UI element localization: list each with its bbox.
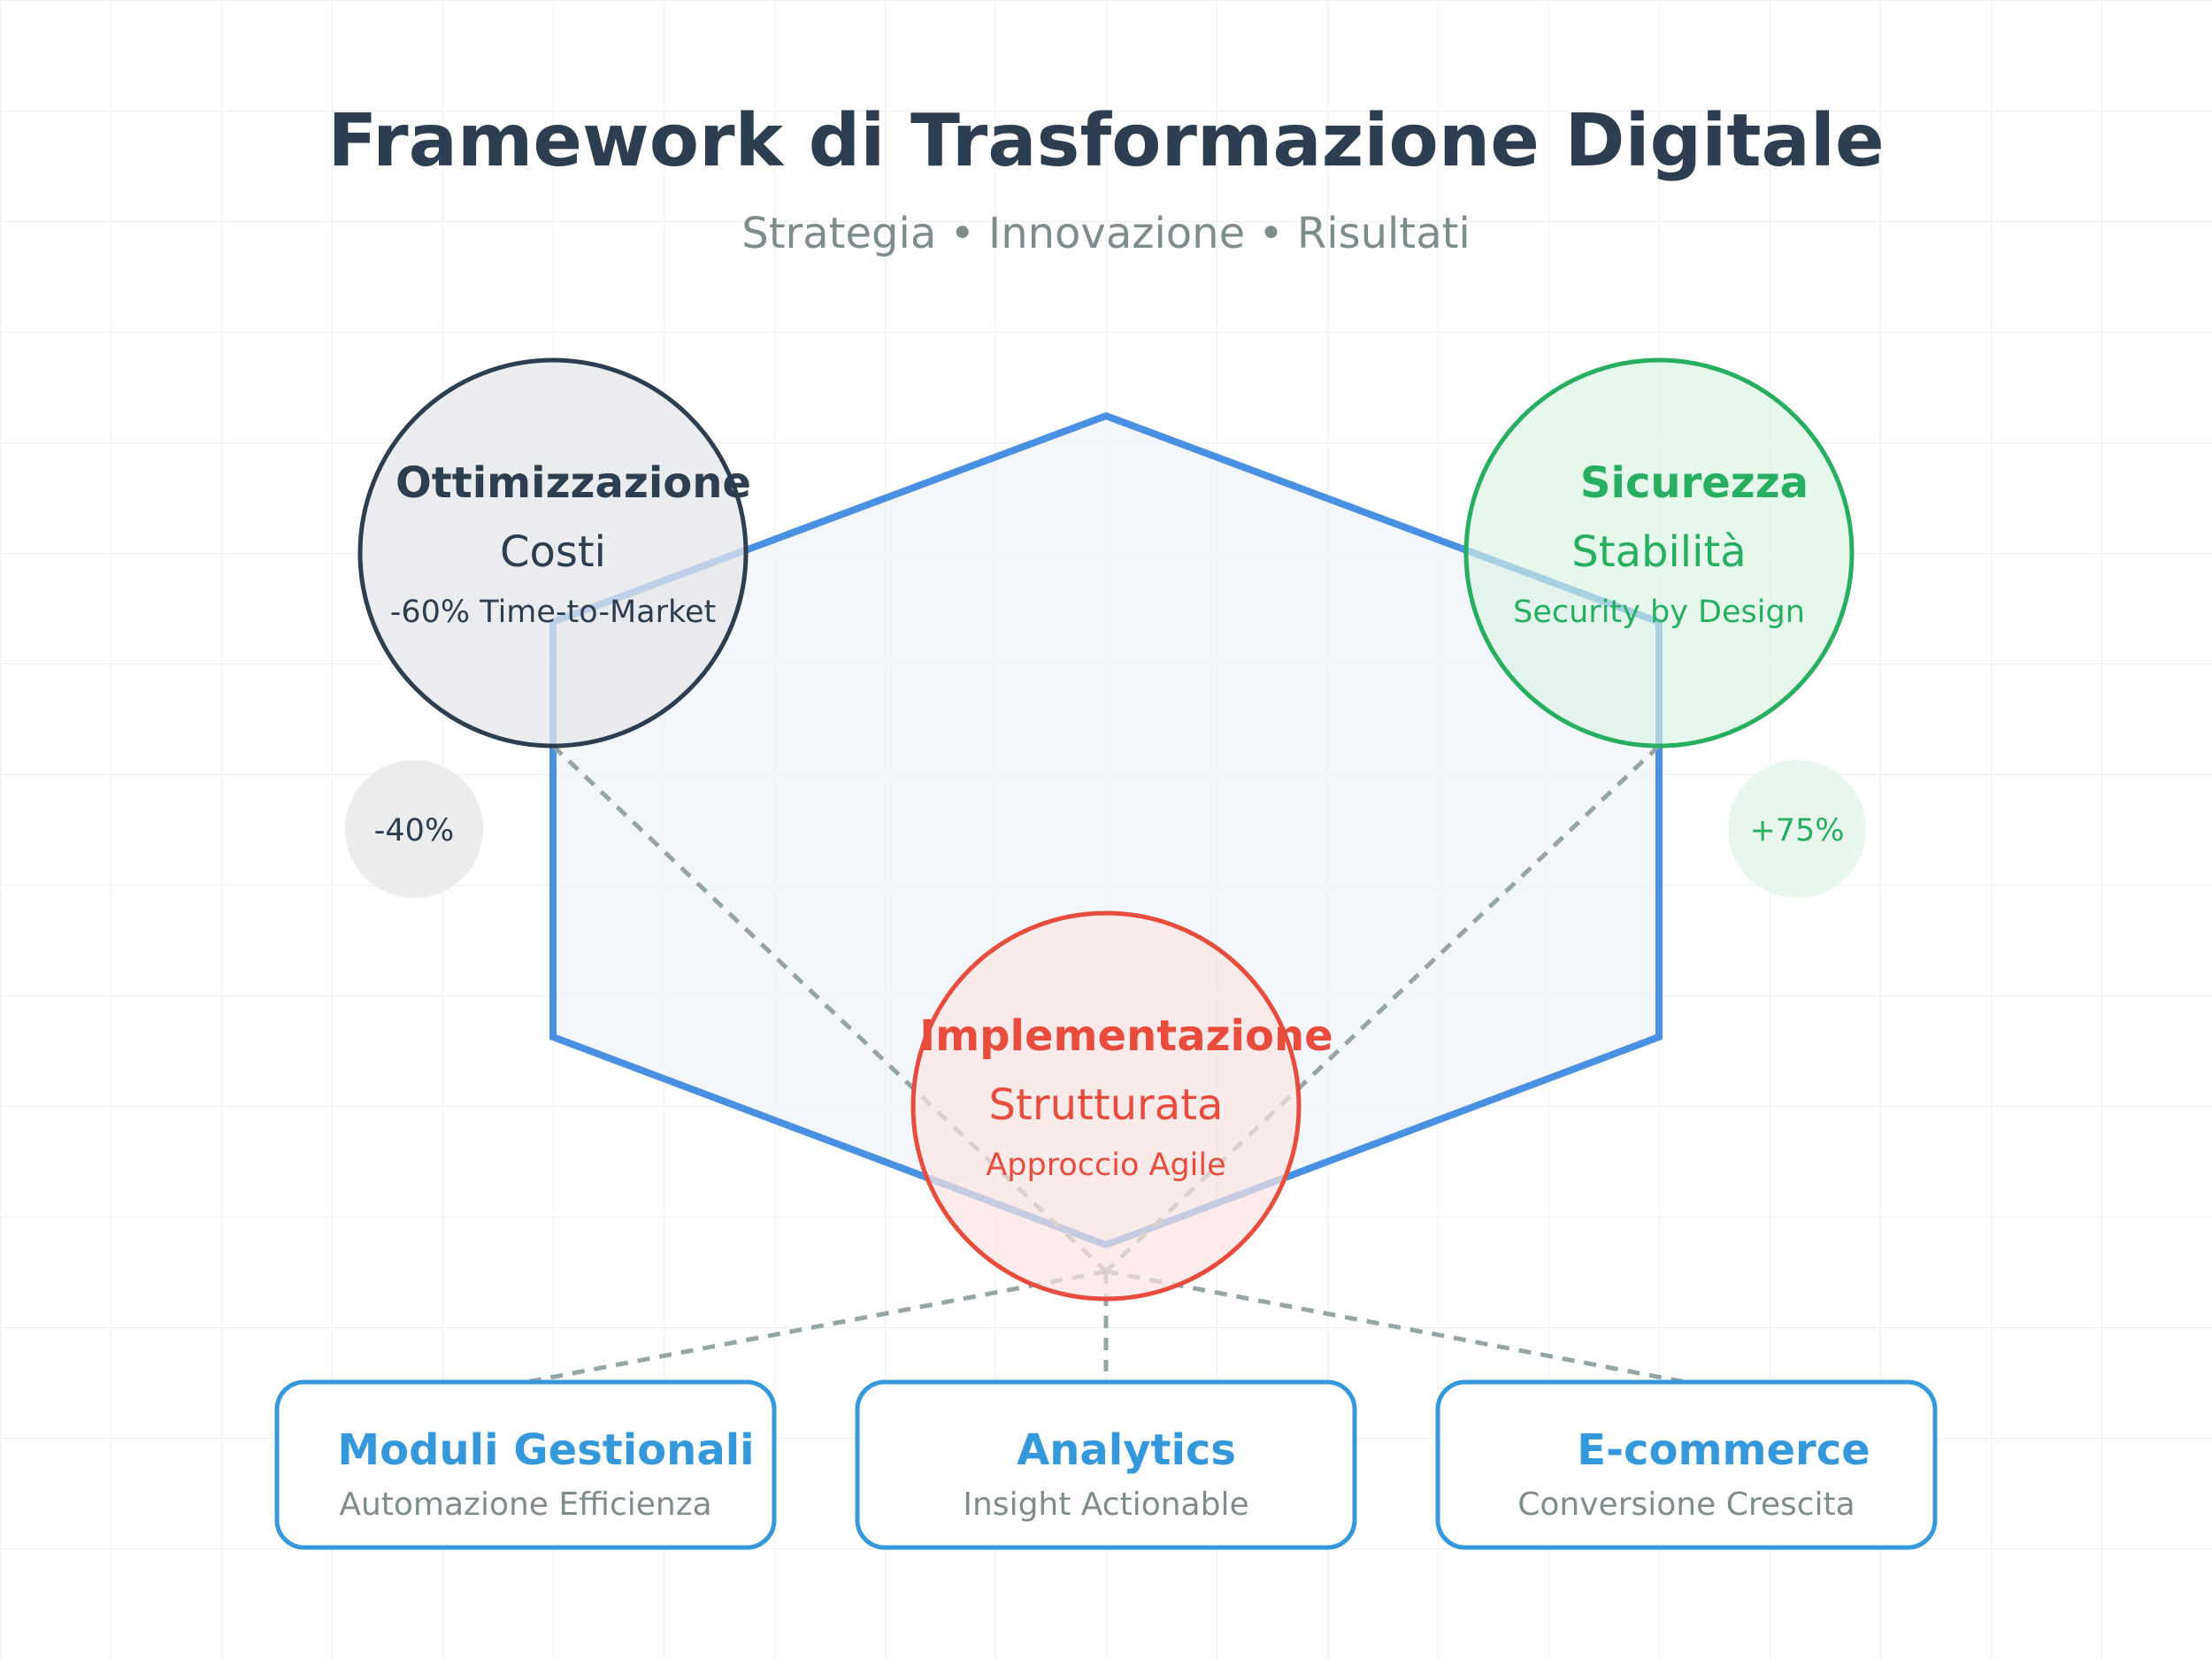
node-implementazione-circle <box>910 910 1302 1302</box>
module-ecommerce-title: E-commerce <box>1577 1425 1870 1475</box>
module-analytics-subtitle: Insight Actionable <box>963 1486 1248 1523</box>
connector-sicurezza <box>1104 744 1661 1273</box>
node-ottimizzazione-metric: -60% Time-to-Market <box>390 595 717 630</box>
page-subtitle: Strategia • Innovazione • Risultati <box>741 209 1471 258</box>
module-moduli-gestionali-title: Moduli Gestionali <box>337 1425 754 1475</box>
badge-sicurezza-circle <box>1728 760 1866 898</box>
module-moduli-gestionali-box <box>274 1379 777 1550</box>
node-sicurezza-circle <box>1463 357 1855 749</box>
node-implementazione: Implementazione Strutturata Approccio Ag… <box>910 910 1333 1302</box>
connector-ecommerce <box>1105 1269 1686 1385</box>
module-analytics-box <box>855 1379 1357 1550</box>
node-implementazione-subtitle: Strutturata <box>989 1080 1224 1130</box>
page-title: Framework di Trasformazione Digitale <box>327 99 1884 183</box>
connector-ottimizzazione <box>551 744 1108 1273</box>
badge-ottimizzazione: -40% <box>345 760 483 898</box>
node-implementazione-metric: Approccio Agile <box>986 1148 1225 1183</box>
node-sicurezza-metric: Security by Design <box>1513 595 1805 630</box>
node-ottimizzazione-subtitle: Costi <box>500 527 606 577</box>
node-sicurezza: Sicurezza Stabilità Security by Design <box>1463 357 1855 749</box>
module-moduli-gestionali: Moduli Gestionali Automazione Efficienza <box>274 1379 777 1550</box>
module-ecommerce: E-commerce Conversione Crescita <box>1435 1379 1938 1550</box>
module-ecommerce-box <box>1435 1379 1938 1550</box>
node-ottimizzazione: Ottimizzazione Costi -60% Time-to-Market <box>357 357 751 749</box>
node-sicurezza-subtitle: Stabilità <box>1571 527 1746 577</box>
module-analytics: Analytics Insight Actionable <box>855 1379 1357 1550</box>
badge-sicurezza: +75% <box>1728 760 1866 898</box>
node-ottimizzazione-title: Ottimizzazione <box>396 458 751 508</box>
connector-lines <box>526 744 1686 1385</box>
badge-sicurezza-value: +75% <box>1749 813 1844 849</box>
connector-moduli <box>526 1269 1107 1385</box>
node-sicurezza-title: Sicurezza <box>1580 458 1809 508</box>
node-ottimizzazione-circle <box>357 357 749 749</box>
module-ecommerce-subtitle: Conversione Crescita <box>1517 1486 1855 1523</box>
badge-ottimizzazione-circle <box>345 760 483 898</box>
module-moduli-gestionali-subtitle: Automazione Efficienza <box>339 1486 711 1523</box>
node-implementazione-title: Implementazione <box>919 1011 1333 1061</box>
module-analytics-title: Analytics <box>1017 1425 1236 1475</box>
badge-ottimizzazione-value: -40% <box>374 813 454 849</box>
